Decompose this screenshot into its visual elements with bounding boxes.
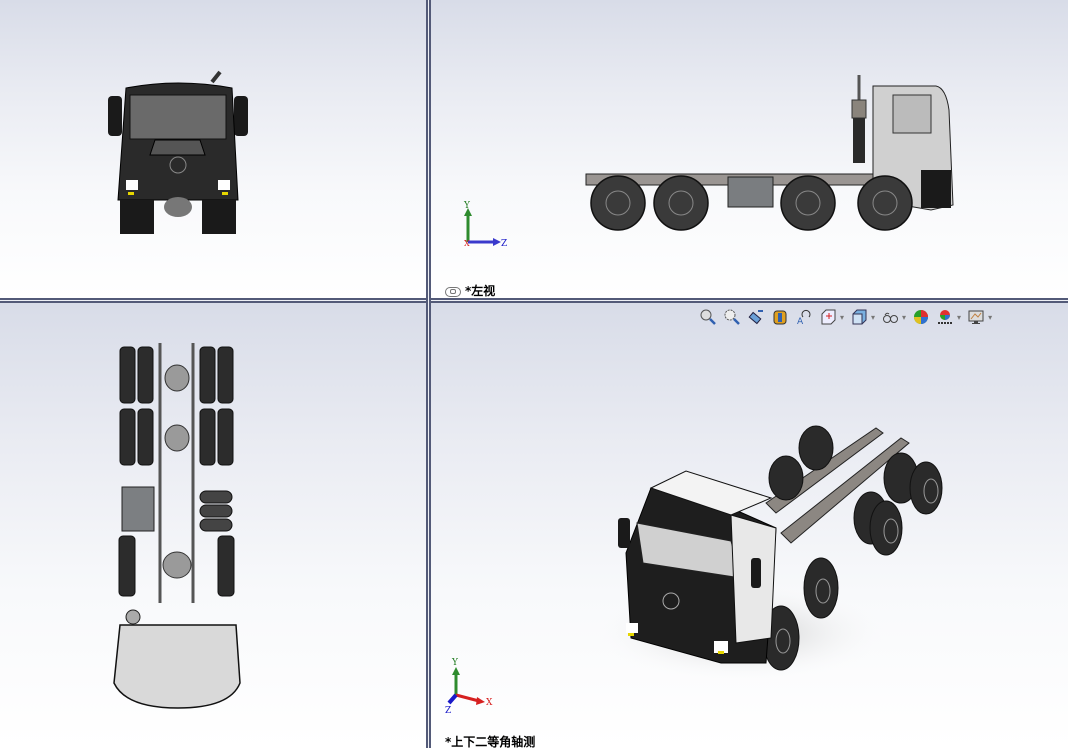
viewport-horizontal-splitter[interactable] xyxy=(0,298,1068,303)
svg-text:X: X xyxy=(464,239,470,248)
zoom-to-fit-icon[interactable] xyxy=(699,308,717,326)
view-orientation-icon[interactable] xyxy=(819,308,837,326)
link-views-icon[interactable] xyxy=(445,286,461,297)
viewport-left[interactable]: Y Z X *左视 xyxy=(431,0,1068,298)
svg-text:Y: Y xyxy=(463,201,471,211)
truck-front-view xyxy=(108,70,248,234)
svg-text:Z: Z xyxy=(445,706,451,715)
truck-isometric-view xyxy=(591,425,943,683)
edit-appearance-icon[interactable] xyxy=(912,308,930,326)
view-settings-icon[interactable] xyxy=(967,308,985,326)
section-view-icon[interactable] xyxy=(771,308,789,326)
view-settings-dropdown[interactable]: ▾ xyxy=(988,312,993,322)
view-orientation-label: *左视 xyxy=(445,282,495,298)
truck-side-view xyxy=(585,75,954,231)
truck-bottom-view xyxy=(113,343,241,709)
zoom-to-area-icon[interactable] xyxy=(723,308,741,326)
dynamic-annotation-views-icon[interactable]: A xyxy=(795,308,813,326)
display-style-icon[interactable] xyxy=(850,308,868,326)
hide-show-items-icon[interactable] xyxy=(881,308,899,326)
display-style-dropdown[interactable]: ▾ xyxy=(871,312,876,322)
svg-text:Y: Y xyxy=(451,658,459,668)
viewport-bottom[interactable] xyxy=(0,303,426,748)
viewport-vertical-splitter[interactable] xyxy=(426,0,431,748)
svg-text:X: X xyxy=(486,698,493,708)
previous-view-icon[interactable] xyxy=(747,308,765,326)
view-orientation-dropdown[interactable]: ▾ xyxy=(840,312,845,322)
view-orientation-label: *上下二等角轴测 xyxy=(445,735,536,748)
svg-text:Z: Z xyxy=(501,239,507,248)
svg-text:A: A xyxy=(797,317,804,325)
apply-scene-icon[interactable] xyxy=(936,308,954,326)
viewport-dimetric[interactable]: A ▾ ▾ ▾ ▾ ▾ xyxy=(431,303,1068,748)
apply-scene-dropdown[interactable]: ▾ xyxy=(957,312,962,322)
hide-show-items-dropdown[interactable]: ▾ xyxy=(902,312,907,322)
coordinate-triad: Y Z X xyxy=(463,201,507,248)
coordinate-triad: Y X Z xyxy=(445,658,493,715)
viewport-front[interactable] xyxy=(0,0,426,298)
heads-up-view-toolbar: A ▾ ▾ ▾ ▾ ▾ xyxy=(699,308,992,326)
